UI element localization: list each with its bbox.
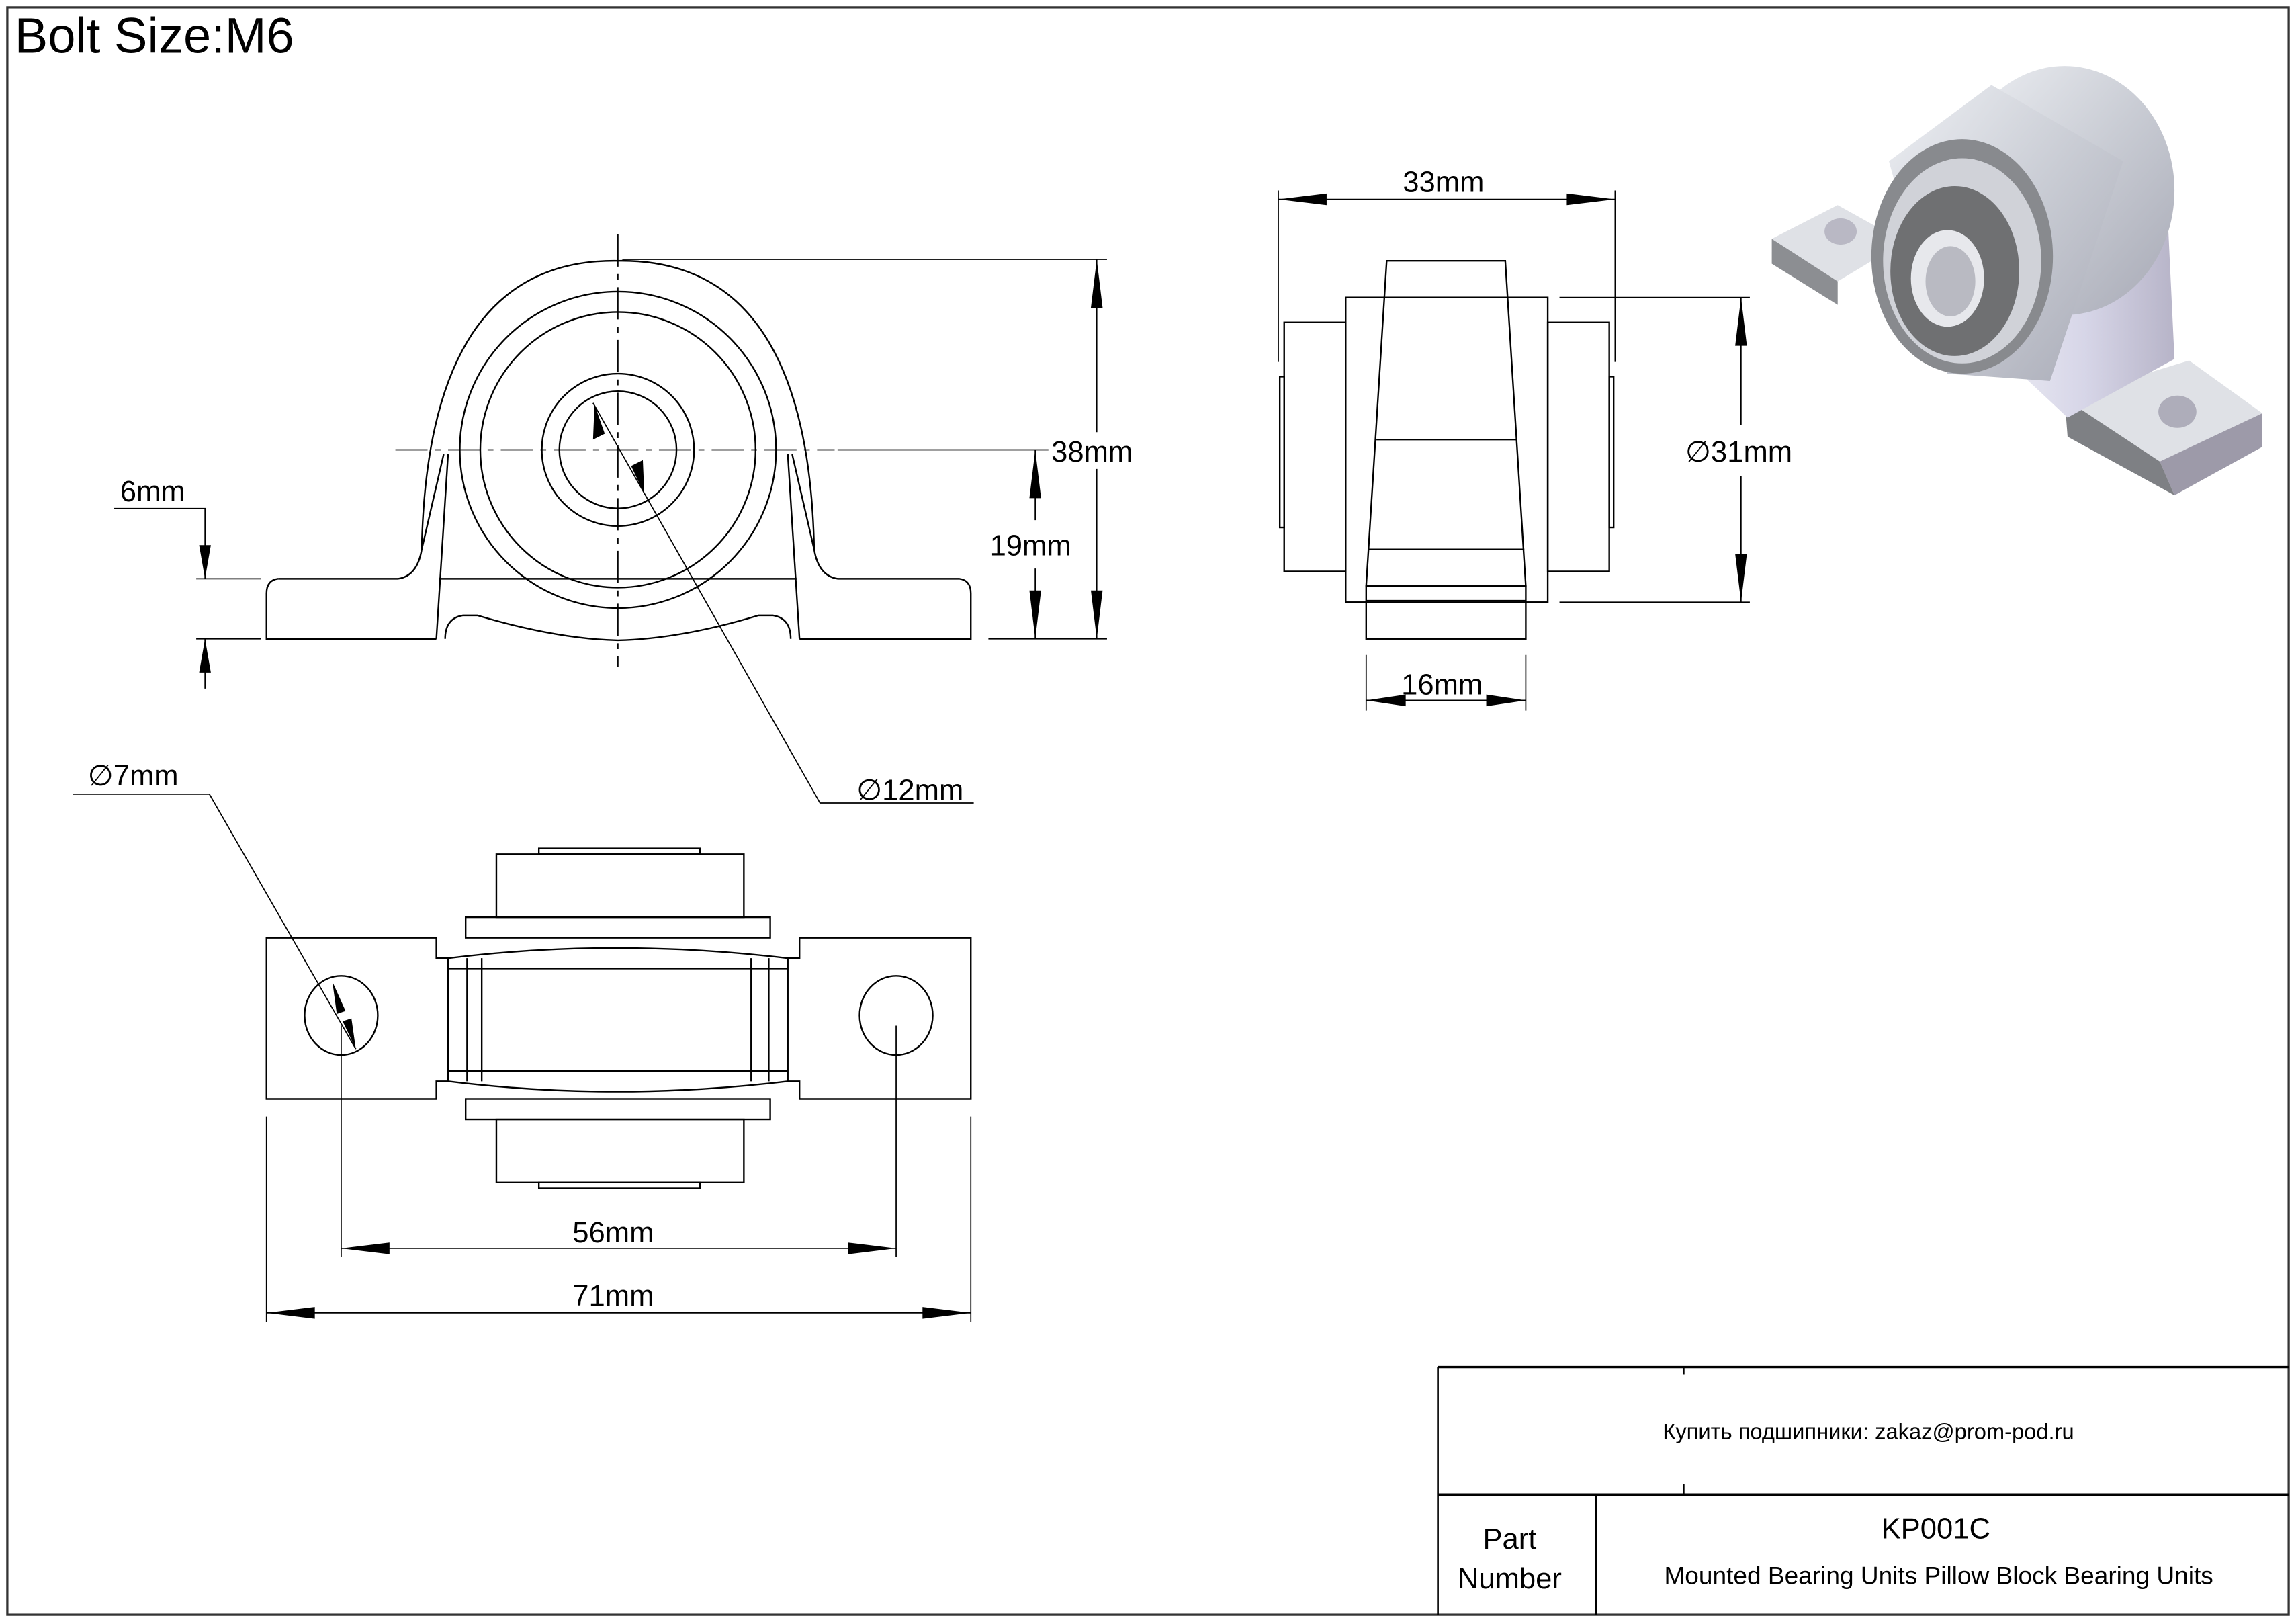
arrow-71-right (922, 1307, 971, 1319)
arrow-6-bottom (199, 638, 211, 673)
part-description: Mounted Bearing Units Pillow Block Beari… (1664, 1561, 2213, 1589)
arrow-7-bottom (343, 1018, 356, 1050)
dim-leader-12 (592, 402, 821, 804)
arrow-16-right (1486, 694, 1526, 707)
front-arch-cutout (444, 614, 792, 642)
dim-label-33mm: 33mm (1403, 167, 1484, 199)
arrow-56-right (848, 1242, 897, 1254)
shaft-right-edge (1608, 376, 1615, 529)
render-right-hole (2158, 395, 2197, 428)
contact-text: Купить подшипники: zakaz@prom-pod.ru (1663, 1418, 2074, 1443)
arrow-16-left (1366, 694, 1406, 707)
dim-leader-7 (73, 794, 357, 1050)
pedestal-right-line (787, 454, 801, 639)
dim-label-6mm: 6mm (120, 476, 185, 508)
shaft-bottom (537, 1181, 701, 1189)
pedestal-taper (1365, 259, 1527, 587)
front-base-left (265, 578, 437, 640)
render-bore-inner (1925, 246, 1976, 317)
top-view: ∅7mm 56mm 71mm (73, 760, 972, 1322)
arrow-33-right (1566, 193, 1616, 206)
base-plate-outline (265, 937, 972, 1100)
arrow-56-left (341, 1242, 390, 1254)
shaft-top (537, 847, 701, 855)
arrow-12-top (592, 404, 605, 440)
dim-label-7mm: ∅7mm (88, 760, 179, 792)
front-base-right (799, 578, 972, 640)
collar-bottom (495, 1118, 745, 1183)
front-base-left-top (278, 454, 445, 580)
housing-bottom-flange (464, 1098, 771, 1121)
isometric-render (1771, 66, 2262, 496)
title-block: Купить подшипники: zakaz@prom-pod.ru Par… (1437, 1365, 2289, 1615)
arrow-7-top (332, 982, 346, 1015)
sheet-border (6, 6, 2290, 1616)
bolt-size-title: Bolt Size:M6 (15, 7, 294, 63)
collar-right (1546, 321, 1610, 572)
arrow-71-left (266, 1307, 315, 1319)
side-base (1365, 585, 1527, 640)
arrow-31-top (1735, 297, 1747, 346)
collar-left (1283, 321, 1347, 572)
side-view: 33mm ∅31mm 16mm (1278, 167, 1792, 711)
front-view: 38mm 19mm 6mm ∅12mm (114, 234, 1133, 807)
dim-label-12mm: ∅12mm (856, 775, 963, 807)
arrow-38-bottom (1090, 590, 1103, 639)
render-left-foot-side (1771, 239, 1838, 305)
render-right-foot-side (2160, 413, 2262, 496)
arrow-38-top (1090, 259, 1103, 308)
front-base-right-top (791, 454, 959, 580)
arrow-19-top (1029, 450, 1041, 499)
render-left-hole (1824, 218, 1857, 245)
dim-label-56mm: 56mm (572, 1217, 654, 1249)
dim-label-71mm: 71mm (572, 1280, 654, 1312)
arrow-31-bottom (1735, 554, 1747, 603)
dim-label-16mm: 16mm (1401, 669, 1483, 701)
arrow-33-left (1278, 193, 1327, 206)
dim-label-38mm: 38mm (1051, 436, 1133, 468)
part-label-line2: Number (1458, 1563, 1562, 1595)
arrow-12-bottom (631, 460, 645, 494)
render-right-foot-front (2064, 398, 2175, 496)
arrow-6-top (199, 545, 211, 579)
arrow-19-bottom (1029, 590, 1041, 639)
part-number: KP001C (1882, 1513, 1990, 1545)
dim-label-19mm: 19mm (990, 529, 1071, 562)
housing-top-flange (464, 916, 771, 939)
part-label-line1: Part (1483, 1523, 1536, 1555)
pedestal-left-line (435, 454, 449, 639)
dim-label-31mm: ∅31mm (1685, 436, 1792, 468)
dim-leader-6 (114, 507, 206, 579)
collar-top (495, 853, 745, 919)
